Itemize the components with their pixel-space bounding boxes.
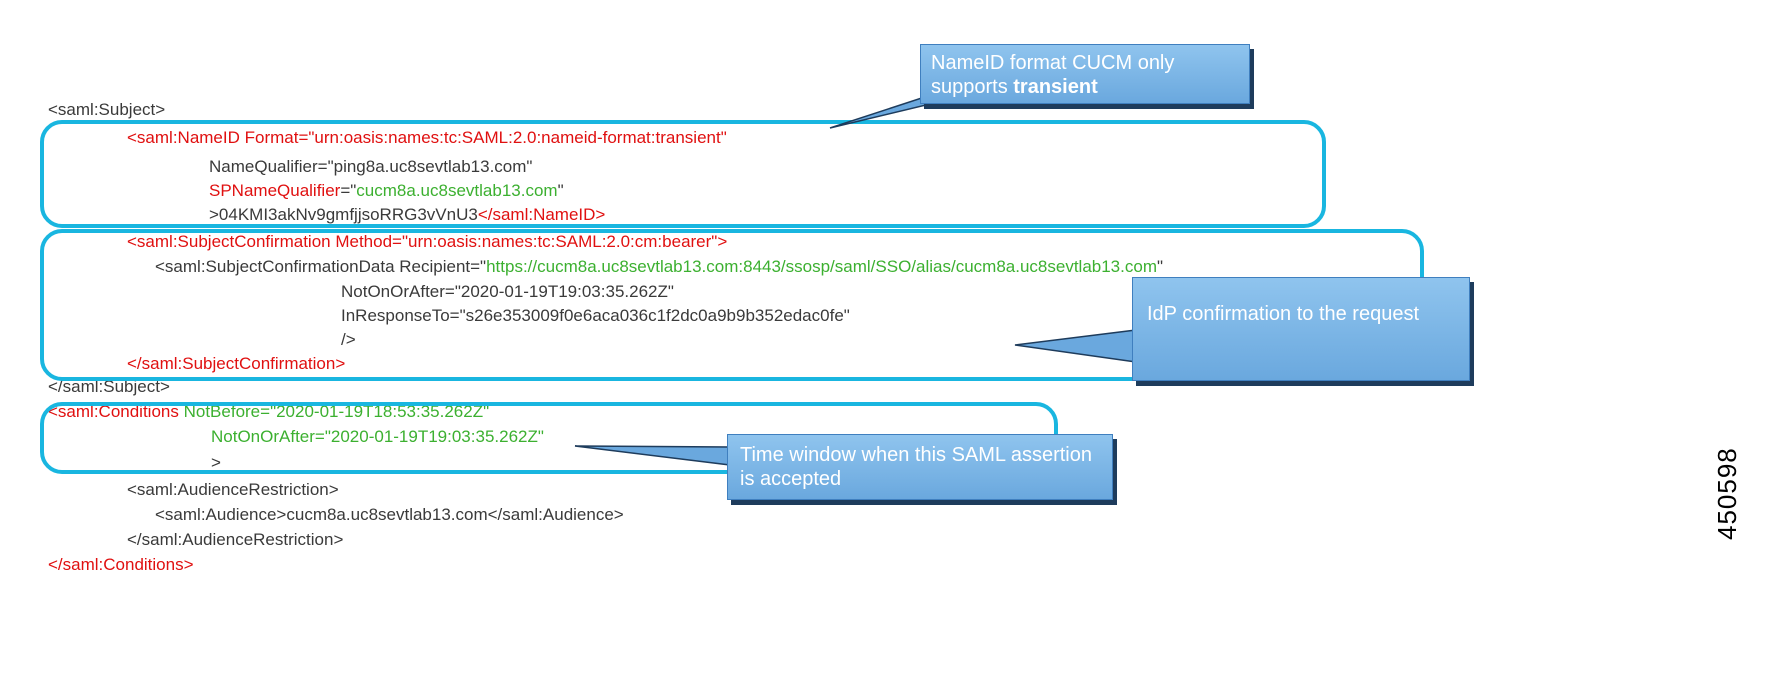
xml-line-conditions-gt: > (211, 453, 221, 472)
xml-line-audience: <saml:Audience>cucm8a.uc8sevtlab13.com</… (155, 505, 624, 524)
xml-line-subject-close: </saml:Subject> (48, 377, 170, 396)
xml-line-conditions-close: </saml:Conditions> (48, 555, 194, 574)
xml-line-inresponseto: InResponseTo="s26e353009f0e6aca036c1f2dc… (341, 306, 850, 325)
callout-time-window: Time window when this SAML assertion is … (727, 434, 1113, 500)
callout-nameid-format: NameID format CUCM only supports transie… (920, 44, 1250, 104)
xml-line-confirmationdata: <saml:SubjectConfirmationData Recipient=… (155, 257, 1164, 276)
xml-line-conditions-open: <saml:Conditions NotBefore="2020-01-19T1… (48, 402, 490, 421)
xml-line-subject-open: <saml:Subject> (48, 100, 166, 119)
xml-line-namequalifier: NameQualifier="ping8a.uc8sevtlab13.com" (209, 157, 533, 176)
xml-line-notonorafter-2: NotOnOrAfter="2020-01-19T19:03:35.262Z" (211, 427, 544, 446)
xml-line-subjectconfirmation: <saml:SubjectConfirmation Method="urn:oa… (127, 232, 728, 251)
xml-line-audiencerestriction-close: </saml:AudienceRestriction> (127, 530, 344, 549)
xml-line-nameid-value: >04KMI3akNv9gmfjjsoRRG3vVnU3</saml:NameI… (209, 205, 606, 224)
xml-line-subjectconfirmation-close: </saml:SubjectConfirmation> (127, 354, 346, 373)
xml-line-audiencerestriction: <saml:AudienceRestriction> (127, 480, 339, 499)
figure-id: 450598 (1712, 447, 1742, 540)
xml-line-selfclose: /> (341, 330, 356, 349)
idp-callout-pointer (1014, 329, 1137, 363)
time-callout-pointer (574, 445, 731, 466)
xml-line-spnamequalifier: SPNameQualifier="cucm8a.uc8sevtlab13.com… (209, 181, 564, 200)
highlight-box-nameid (40, 120, 1326, 228)
xml-line-notonorafter-1: NotOnOrAfter="2020-01-19T19:03:35.262Z" (341, 282, 674, 301)
xml-line-nameid-format: <saml:NameID Format="urn:oasis:names:tc:… (127, 128, 727, 147)
callout-idp-confirmation: IdP confirmation to the request (1132, 277, 1470, 381)
